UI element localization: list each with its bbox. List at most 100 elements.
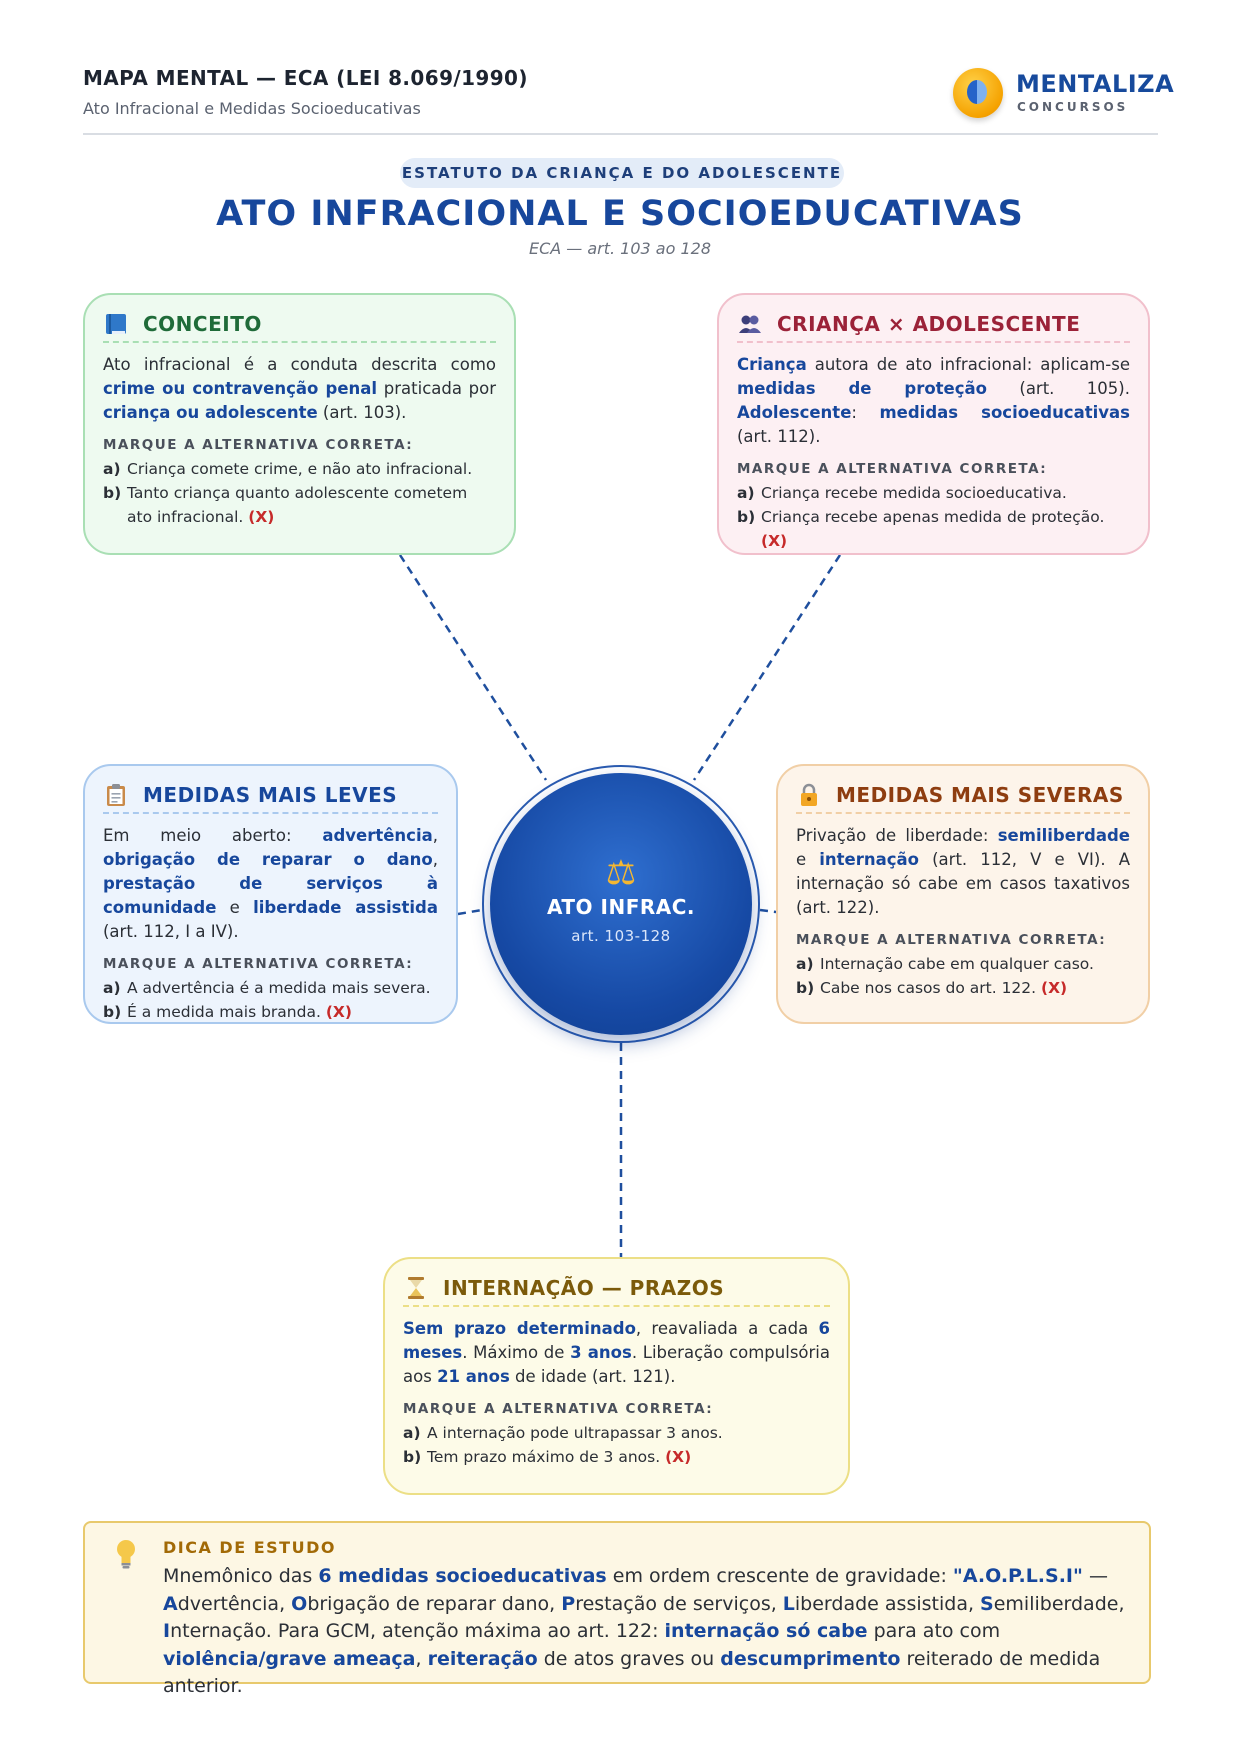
- highlight-text: S: [980, 1592, 994, 1615]
- option-text: A advertência é a medida mais severa.: [127, 976, 431, 1000]
- option-text: Criança recebe medida socioeducativa.: [761, 481, 1067, 505]
- highlight-text: violência/grave ameaça: [163, 1647, 416, 1670]
- quiz-heading: MARQUE A ALTERNATIVA CORRETA:: [103, 437, 414, 453]
- card-crianca-adolescente: CRIANÇA × ADOLESCENTE Criança autora de …: [717, 293, 1150, 555]
- option-key: b): [103, 1003, 122, 1021]
- option-text: Tanto criança quanto adolescente cometem…: [127, 481, 496, 529]
- brand-name: MENTALIZA: [1016, 70, 1175, 98]
- highlight-text: internação: [819, 850, 920, 869]
- body-text: (art. 103).: [317, 403, 407, 422]
- option-text-value: A advertência é a medida mais severa.: [127, 979, 431, 997]
- study-tip-box: DICA DE ESTUDO Mnemônico das 6 medidas s…: [83, 1521, 1151, 1697]
- document-title: MAPA MENTAL — ECA (LEI 8.069/1990): [83, 66, 528, 90]
- body-text: :: [851, 403, 880, 422]
- connector-conceito: [398, 554, 548, 781]
- option-text-value: Internação cabe em qualquer caso.: [820, 955, 1094, 973]
- card-title: MEDIDAS MAIS SEVERAS: [836, 783, 1124, 807]
- body-text: (art. 112).: [737, 427, 821, 446]
- body-text: reiterado de medida anterior.: [163, 1647, 1101, 1698]
- option-text-value: Criança recebe medida socioeducativa.: [761, 484, 1067, 502]
- option-key: a): [737, 484, 755, 502]
- body-text: de atos graves ou: [537, 1647, 721, 1670]
- quiz-option: a)Criança comete crime, e não ato infrac…: [103, 457, 496, 481]
- body-text: e: [216, 898, 254, 917]
- highlight-text: medidas socioeducativas: [879, 403, 1130, 422]
- highlight-text: liberdade assistida: [253, 898, 438, 917]
- connector-severas: [759, 908, 777, 914]
- page-title: ATO INFRACIONAL E SOCIOEDUCATIVAS: [216, 194, 1024, 234]
- body-text: . Liberação compulsória aos: [403, 1343, 830, 1386]
- option-text-value: Criança recebe apenas medida de proteção…: [761, 508, 1105, 526]
- header-divider: [83, 133, 1158, 135]
- card-body: Criança autora de ato infracional: aplic…: [737, 353, 1130, 449]
- body-text: de idade (art. 121).: [509, 1367, 676, 1386]
- option-text: Tem prazo máximo de 3 anos. (X): [427, 1445, 691, 1469]
- quiz-option: a) Criança recebe medida socioeducativa.: [737, 481, 1130, 505]
- body-text: nternação. Para GCM, atenção máxima ao a…: [170, 1620, 665, 1642]
- quiz-heading: MARQUE A ALTERNATIVA CORRETA:: [403, 1401, 714, 1417]
- quiz-option: b) Tanto criança quanto adolescente comet…: [103, 481, 496, 529]
- quiz-option: a) A advertência é a medida mais severa.: [103, 976, 438, 1000]
- body-text: —: [1082, 1565, 1108, 1587]
- card-medidas-severas: MEDIDAS MAIS SEVERAS Privação de liberda…: [776, 764, 1150, 1024]
- connector-crianca: [692, 554, 842, 781]
- highlight-text: Adolescente: [737, 403, 852, 422]
- body-text: para ato com: [867, 1620, 1001, 1642]
- highlight-text: "A.O.P.L.S.I": [952, 1565, 1083, 1587]
- body-text: ,: [415, 1647, 428, 1670]
- central-hub: ⚖ ATO INFRAC. art. 103-128: [490, 773, 752, 1035]
- body-text: . Máximo de: [462, 1343, 571, 1362]
- highlight-text: A: [163, 1592, 178, 1615]
- option-key: b): [403, 1448, 422, 1466]
- option-text: Criança recebe apenas medida de proteção…: [761, 505, 1130, 553]
- body-text: Ato infracional é a conduta descrita com…: [103, 355, 496, 374]
- correct-mark: (X): [325, 1003, 352, 1021]
- highlight-text: descumprimento: [720, 1647, 901, 1670]
- option-key: a): [796, 955, 814, 973]
- card-title: CONCEITO: [143, 312, 262, 336]
- option-text: Internação cabe em qualquer caso.: [820, 952, 1094, 976]
- body-text: ,: [432, 850, 438, 869]
- card-body: Privação de liberdade: semiliberdade e i…: [796, 824, 1130, 920]
- body-text: emiliberdade,: [993, 1592, 1125, 1615]
- quiz-heading: MARQUE A ALTERNATIVA CORRETA:: [103, 956, 414, 972]
- card-title: CRIANÇA × ADOLESCENTE: [777, 312, 1081, 336]
- body-text: praticada por: [377, 379, 496, 398]
- hub-label: ATO INFRAC.: [546, 895, 696, 919]
- body-text: dvertência,: [177, 1592, 292, 1615]
- body-text: (art. 112, I a IV).: [103, 922, 239, 941]
- option-text: Cabe nos casos do art. 122. (X): [820, 976, 1067, 1000]
- tip-body: Mnemônico das 6 medidas socioeducativas …: [163, 1563, 1133, 1701]
- people-icon: [739, 315, 761, 333]
- highlight-text: crime ou contravenção penal: [103, 379, 378, 398]
- body-text: , reavaliada a cada: [635, 1319, 819, 1338]
- quiz-options: a) A advertência é a medida mais severa. b…: [103, 976, 438, 1024]
- correct-mark: (X): [1041, 979, 1068, 997]
- lock-icon: [801, 783, 817, 806]
- body-text: Em meio aberto:: [103, 826, 323, 845]
- option-key: a): [103, 979, 121, 997]
- card-title: MEDIDAS MAIS LEVES: [143, 783, 398, 807]
- brand-tagline: CONCURSOS: [1017, 100, 1129, 114]
- body-text: Privação de liberdade:: [796, 826, 998, 845]
- highlight-text: 21 anos: [437, 1367, 510, 1386]
- highlight-text: medidas de proteção: [737, 379, 987, 398]
- brand-logo-icon: [953, 68, 1003, 118]
- option-text-value: É a medida mais branda.: [127, 1003, 321, 1021]
- option-key: a): [103, 460, 121, 478]
- quiz-heading: MARQUE A ALTERNATIVA CORRETA:: [737, 461, 1048, 477]
- option-key: b): [103, 484, 122, 502]
- document-subtitle: Ato Infracional e Medidas Socioeducativa…: [83, 99, 421, 118]
- card-medidas-leves: MEDIDAS MAIS LEVES Em meio aberto: adver…: [83, 764, 458, 1024]
- quiz-option: a)A internação pode ultrapassar 3 anos.: [403, 1421, 830, 1445]
- body-text: (art. 112, V e VI). A internação só cabe…: [796, 850, 1130, 917]
- page-subtitle: ECA — art. 103 ao 128: [528, 239, 712, 258]
- body-text: restação de serviços,: [575, 1592, 783, 1615]
- quiz-option: b)Criança recebe apenas medida de proteç…: [737, 505, 1130, 553]
- highlight-text: reiteração: [427, 1647, 538, 1670]
- highlight-text: Sem prazo determinado: [403, 1319, 636, 1338]
- connector-leves: [457, 908, 483, 916]
- card-body: Sem prazo determinado, reavaliada a cada…: [403, 1317, 830, 1389]
- body-text: Mnemônico das: [163, 1565, 319, 1587]
